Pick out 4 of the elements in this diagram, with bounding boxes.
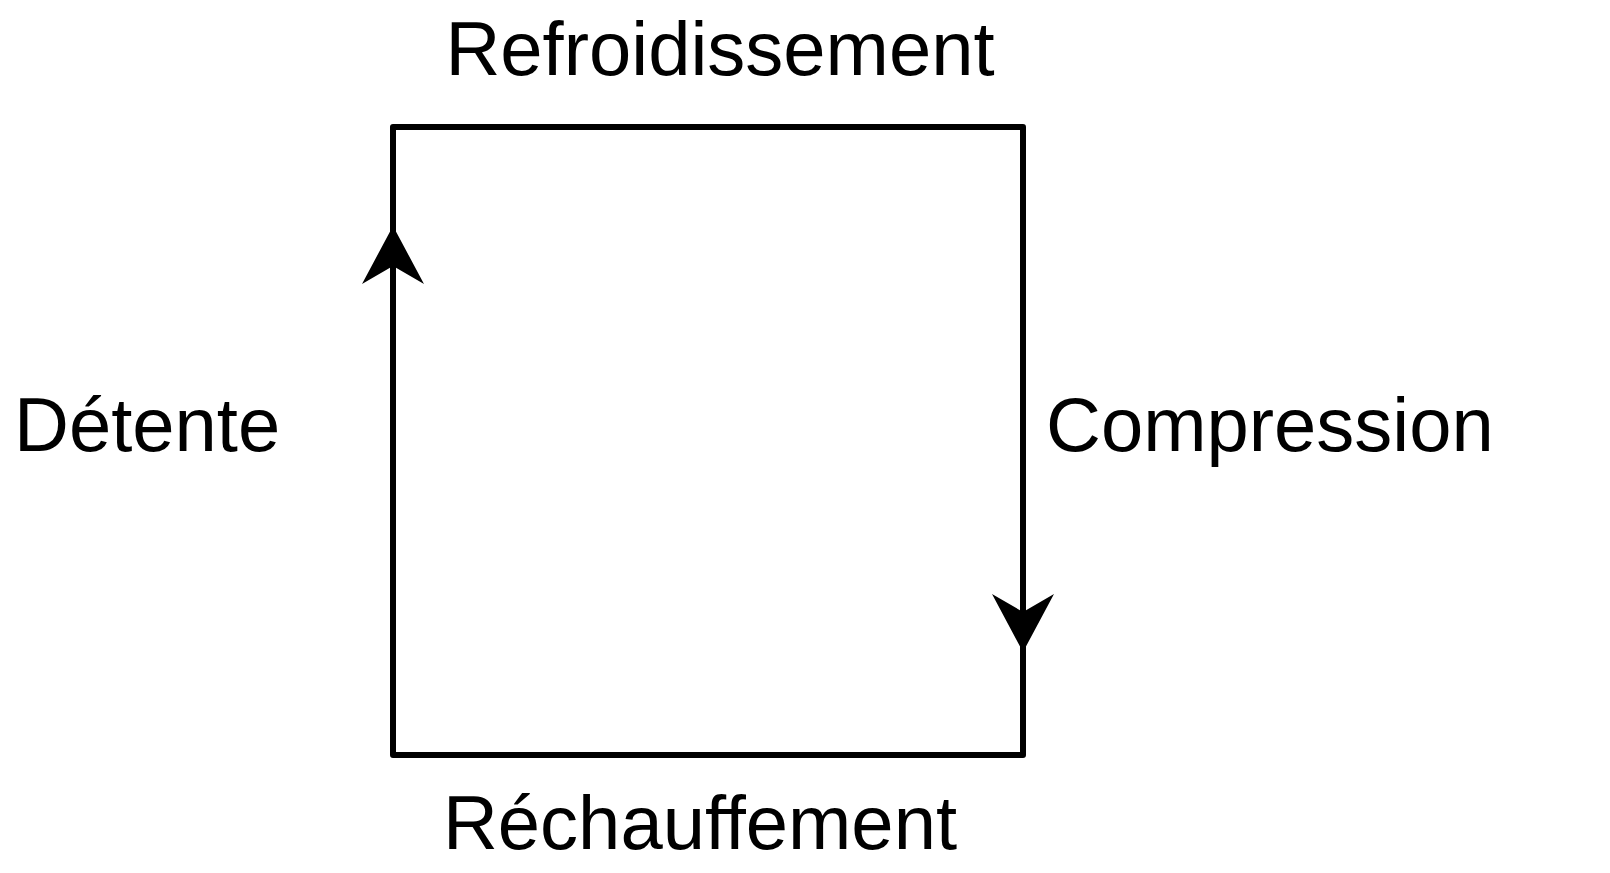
cycle-step-label: Refroidissement — [444, 5, 996, 93]
cycle-step-label: Compression — [1046, 381, 1495, 469]
cycle-step-label: Détente — [14, 381, 282, 469]
cycle-step-label: Réchauffement — [441, 779, 958, 867]
